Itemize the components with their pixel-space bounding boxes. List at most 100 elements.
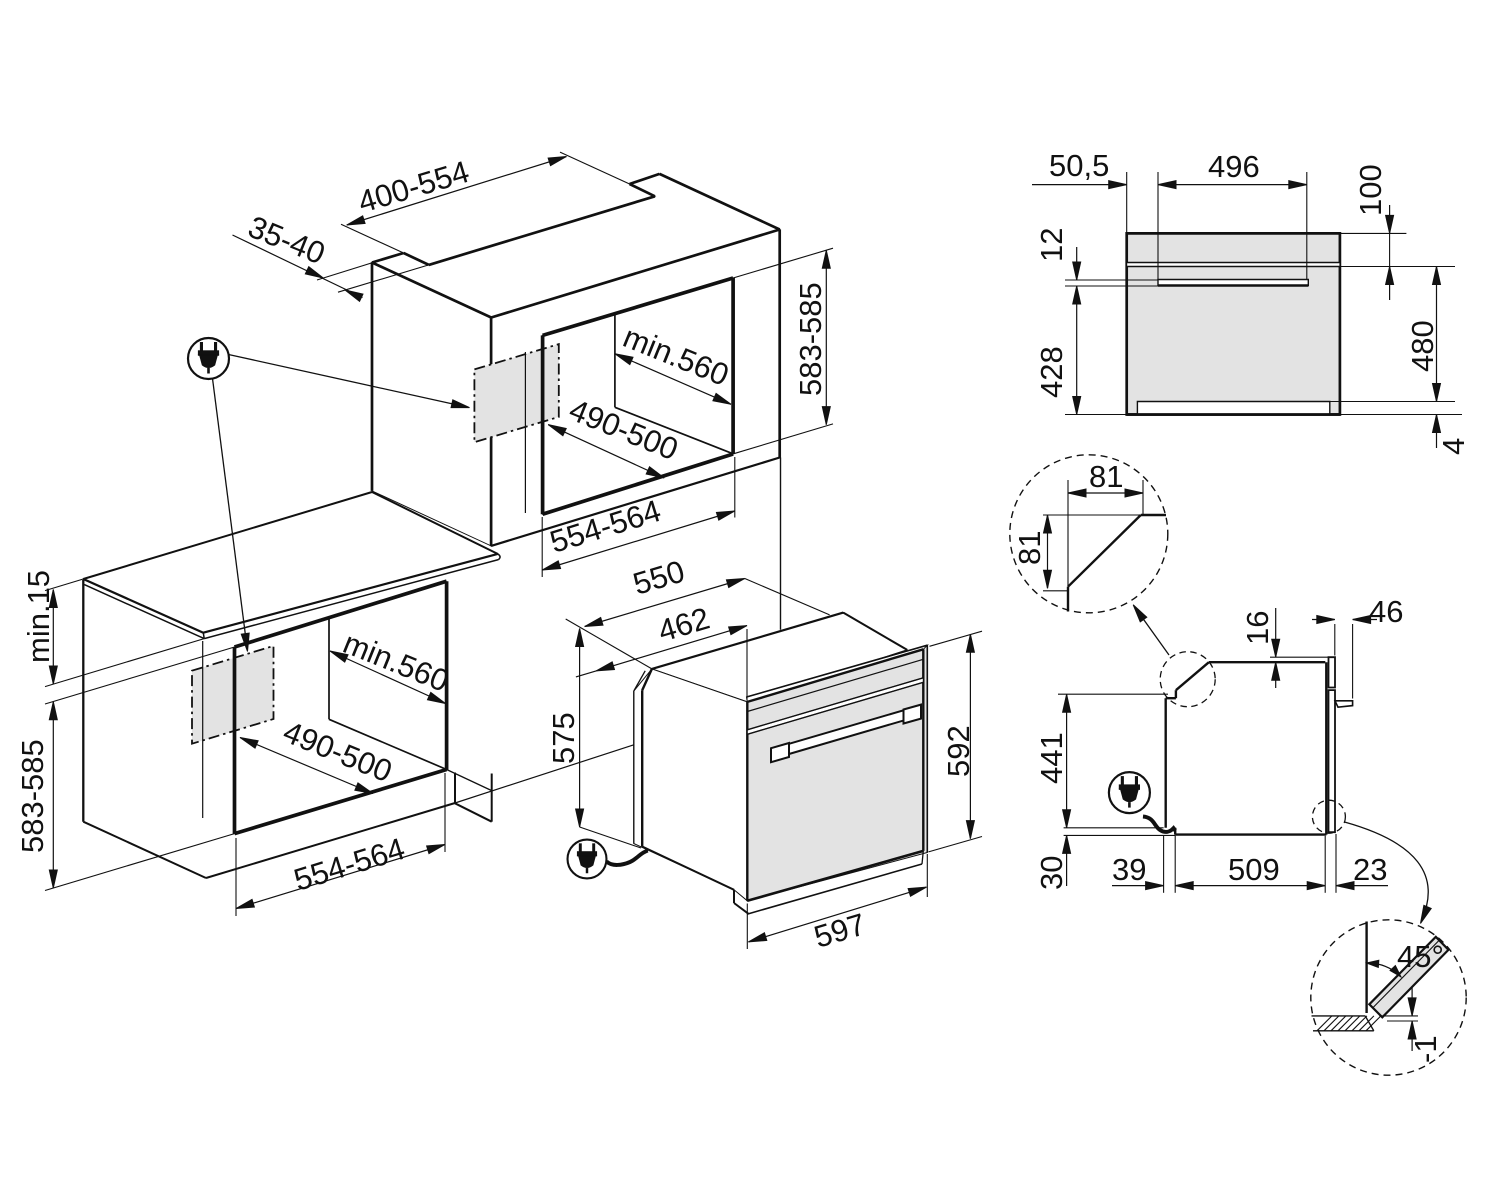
rear-body [1125,232,1342,416]
dim-81v-arrow [1042,514,1053,534]
plug-leader-arrow [240,632,250,652]
chamfer-detail-circle [1009,454,1169,614]
dim-496-arrow [1288,179,1307,190]
worktop-front-edge [203,552,498,634]
dim-81h-arrow [1124,488,1144,498]
plug-prong [592,843,596,852]
dim-min560-tall-arrow [614,353,634,366]
side-chamfer [1175,661,1210,692]
dim-441-arrow [1061,809,1072,828]
dim-554-564-tall-arrow [715,510,736,521]
dim-400-554-arrow [547,156,567,167]
ext-583-585-tall [733,423,834,455]
ext-550 [565,618,653,670]
dim-490-500-base-arrow [354,782,374,794]
plug-leader-arrow [450,399,470,409]
dim-490-500-base-arrow [239,737,259,749]
dim-480-arrow [1431,266,1442,285]
ext-min15 [44,578,84,592]
ext-583-585-base [44,833,235,892]
detail-hatch [1330,1015,1347,1032]
oven-handle-pad [902,703,922,725]
label: 81 [1012,531,1047,565]
ext-35-40 [316,252,404,281]
door-detail-leader [1344,821,1429,921]
dim-509-arrow [1306,880,1326,891]
dim-592-arrow [965,634,976,653]
dim-554-564-base-arrow [425,844,446,855]
label: 4 [1436,438,1471,455]
dim-30-arrow [1061,835,1072,854]
detail-arc-arrow [1364,959,1380,969]
dim-509-arrow [1175,880,1194,891]
dim-81h-arrow [1067,488,1087,498]
detail-hatch [1316,1015,1333,1032]
oven-top-right [842,611,908,651]
label: 12 [1034,228,1069,262]
dim-35-40-arrow [344,289,364,303]
label: 81 [1089,459,1123,494]
oven-panel-groove [747,658,924,713]
plug-icon [566,838,608,880]
label: 16 [1240,611,1275,645]
dim-597-arrow [748,932,768,943]
oven-bevel-thin [633,670,646,692]
dim-441-arrow [1061,694,1072,713]
ext-400-554 [559,151,630,185]
label: 496 [1208,149,1260,184]
door-detail-leader-arrow [1420,904,1432,924]
drawing [44,151,1467,1076]
base-niche-side [446,768,492,792]
side-chamfer-callout [1159,651,1216,708]
dim-23-arrow [1335,880,1355,891]
detail-door-inner [1372,939,1440,1009]
ext-400-554 [340,223,404,254]
ext-592 [928,835,983,853]
dim-min15-arrow [48,589,58,608]
dim-550-arrow [725,578,746,589]
label: 583-585 [15,739,50,853]
detail-hatch [1351,1015,1368,1032]
plug-prong [214,342,218,351]
dim-490-500-tall-line [547,424,665,479]
dim-554-564-tall-line [542,510,735,571]
oven-base-bottom [747,863,923,915]
label: 583-585 [793,282,828,396]
dim-583-585-base-arrow [48,869,58,889]
ext-35-40 [337,264,429,293]
dim-4-arrow [1431,414,1442,433]
dim-583-585-tall-arrow [821,406,831,425]
dim-35-40-arrow [304,265,324,279]
oven-bevel [641,668,653,691]
label: 592 [941,725,976,777]
worktop-corner [202,632,205,639]
base-floor-extension [454,744,634,804]
label: 428 [1034,346,1069,398]
oven-handle-pad [770,741,790,764]
dim-490-500-base-line [239,736,374,795]
side-corner-callout [1311,799,1347,834]
dim-575-arrow [574,628,585,647]
tall-slot-end [629,182,656,198]
oven-door-top [746,648,924,704]
oven-cable-inner [605,849,649,866]
tall-niche-bottom [542,452,734,516]
plug-body [1119,788,1139,803]
detail-floor-right [1364,1015,1375,1032]
detail-hatch [1344,1015,1361,1032]
label: 50,5 [1049,148,1109,183]
plug-icon [1107,770,1152,815]
tall-top-edge [629,172,660,186]
dim-462-arrow [727,625,748,636]
worktop-left-edge [82,577,204,634]
dim-min560-base-arrow [329,650,349,663]
dim-462-line [595,625,748,672]
dim-550-arrow [584,616,604,627]
dim-575-arrow [574,808,585,828]
label: 46 [1369,594,1403,629]
label: 509 [1228,852,1280,887]
worktop-front-lower [204,558,499,640]
label: 480 [1405,320,1440,372]
